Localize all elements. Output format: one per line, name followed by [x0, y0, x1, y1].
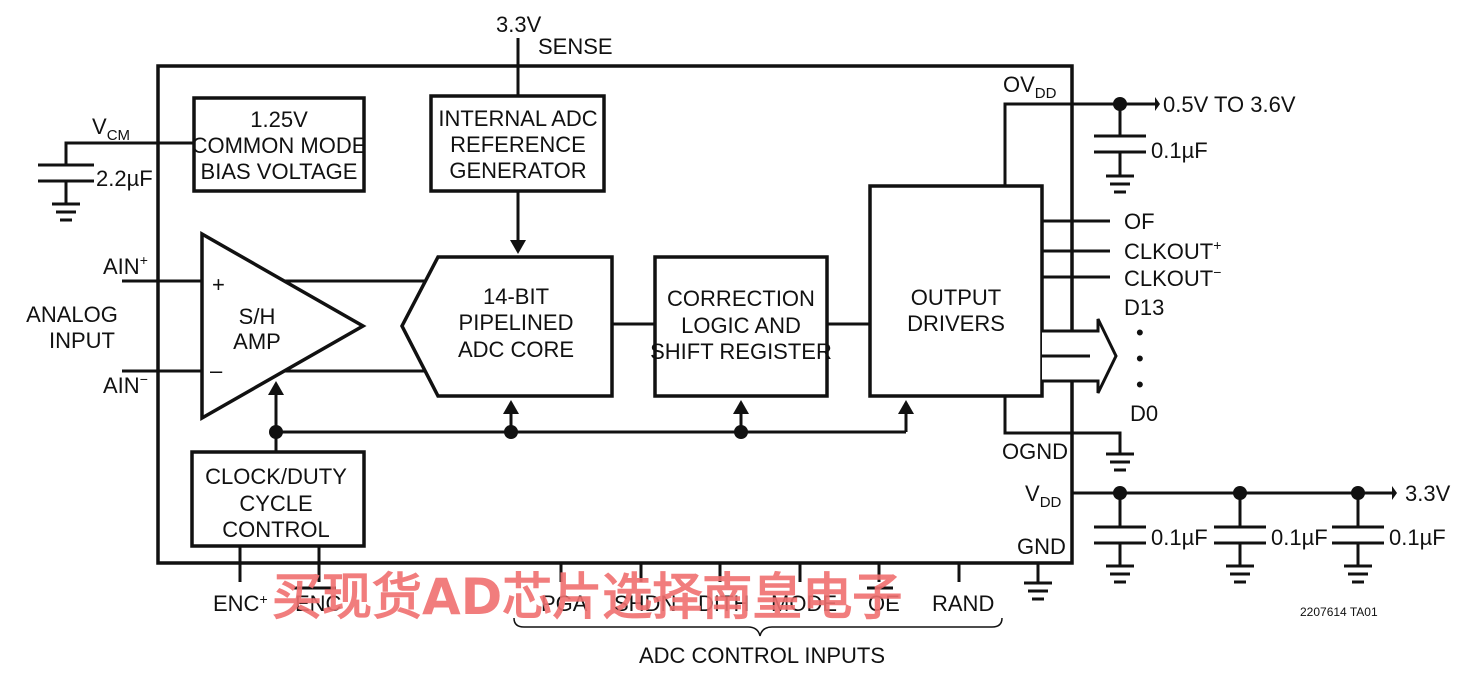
vdd-cap-2-value: 0.1µF — [1271, 525, 1328, 550]
shdn-label: SHDN — [614, 591, 676, 616]
vdd-cap-1-value: 0.1µF — [1151, 525, 1208, 550]
junction-dot — [504, 425, 518, 439]
bias-voltage-box — [192, 96, 366, 193]
amp-line-1: S/H — [239, 304, 276, 329]
junction-dot — [269, 425, 283, 439]
d0-label: D0 — [1130, 401, 1158, 426]
clock-line-2: CYCLE — [239, 491, 312, 516]
oe-label: OE — [868, 591, 900, 616]
analog-label-2: INPUT — [49, 328, 115, 353]
ovdd-cap-value: 0.1µF — [1151, 138, 1208, 163]
ovdd-wire — [1003, 102, 1155, 186]
ognd-wire — [1003, 396, 1122, 454]
ovdd-range-label: 0.5V TO 3.6V — [1163, 92, 1296, 117]
out-clock-arrow-icon — [898, 400, 914, 414]
vdd-cap-1 — [1094, 486, 1146, 584]
supply-3v3-label: 3.3V — [496, 12, 542, 37]
vdd-cap-2 — [1214, 486, 1266, 584]
corr-line-2: LOGIC AND — [681, 313, 801, 338]
chip-outline — [156, 64, 1074, 565]
amp-plus-sign: + — [212, 272, 225, 297]
adc-clock-arrow-icon — [503, 400, 519, 414]
vcm-ground-icon — [52, 202, 80, 222]
gnd-label: GND — [1017, 534, 1066, 559]
vcm-wire — [64, 141, 194, 165]
out-line-1: OUTPUT — [911, 285, 1001, 310]
corr-clock-arrow-icon — [733, 400, 749, 414]
clock-line-1: CLOCK/DUTY — [205, 464, 347, 489]
analog-label-1: ANALOG — [26, 302, 118, 327]
amp-line-2: AMP — [233, 329, 281, 354]
ognd-label: OGND — [1002, 439, 1068, 464]
amp-minus-sign: – — [210, 358, 223, 383]
vdd-supply-label: 3.3V — [1405, 481, 1451, 506]
d13-label: D13 — [1124, 295, 1164, 320]
figure-code: 2207614 TA01 — [1300, 605, 1378, 619]
vdd-cap-3 — [1332, 486, 1384, 584]
clock-duty-cycle-box — [190, 450, 366, 548]
reference-generator-box — [429, 94, 606, 193]
out-line-2: DRIVERS — [907, 311, 1005, 336]
bus-dot: • — [1136, 346, 1144, 371]
ovdd-pin-icon — [1155, 97, 1160, 111]
output-drivers-box — [868, 184, 1044, 398]
clock-line-3: CONTROL — [222, 517, 330, 542]
ref-line-1: INTERNAL ADC — [438, 106, 597, 131]
ain-plus-label: AIN+ — [103, 252, 148, 279]
enc-minus-label: ENC — [295, 591, 342, 616]
sh-amp-triangle — [200, 230, 367, 422]
pga-label: PGA — [541, 591, 588, 616]
ognd-ground-icon — [1106, 452, 1134, 472]
corr-line-3: SHIFT REGISTER — [650, 339, 832, 364]
of-label: OF — [1124, 209, 1155, 234]
bias-line-1: 1.25V — [250, 107, 308, 132]
vdd-label: VDD — [1025, 481, 1062, 511]
ref-line-2: REFERENCE — [450, 132, 586, 157]
ain-minus-label: AIN− — [103, 371, 148, 398]
mode-label: MODE — [771, 591, 837, 616]
watermark-text: 买现货AD芯片选择南皇电子 — [272, 568, 902, 626]
vdd-cap-3-value: 0.1µF — [1389, 525, 1446, 550]
bias-line-3: BIAS VOLTAGE — [201, 159, 358, 184]
adc-core-box — [400, 255, 614, 398]
rand-label: RAND — [932, 591, 994, 616]
corr-line-1: CORRECTION — [667, 286, 815, 311]
ovdd-label: OVDD — [1003, 72, 1057, 102]
amp-clock-arrow-icon — [268, 381, 284, 395]
enc-plus-label: ENC+ — [213, 591, 268, 616]
vdd-pin-icon — [1392, 486, 1397, 500]
clkout-minus-label: CLKOUT− — [1124, 264, 1221, 291]
bus-dot: • — [1136, 320, 1144, 345]
sense-label: SENSE — [538, 34, 613, 59]
bias-line-2: COMMON MODE — [192, 133, 367, 158]
dith-label: DITH — [698, 591, 749, 616]
vcm-label: VCM — [92, 114, 130, 144]
ref-line-3: GENERATOR — [449, 158, 586, 183]
adc-line-2: PIPELINED — [459, 310, 574, 335]
junction-dot — [734, 425, 748, 439]
vcm-cap-value: 2.2µF — [96, 166, 153, 191]
correction-logic-box — [653, 255, 829, 398]
adc-line-1: 14-BIT — [483, 284, 549, 309]
ref-arrow-icon — [510, 240, 526, 254]
control-inputs-label: ADC CONTROL INPUTS — [639, 643, 885, 668]
bus-dot: • — [1136, 372, 1144, 397]
ovdd-ground-icon — [1106, 174, 1134, 194]
control-inputs-brace — [513, 617, 1003, 637]
clkout-plus-label: CLKOUT+ — [1124, 237, 1221, 264]
adc-line-3: ADC CORE — [458, 337, 574, 362]
gnd-ground-icon — [1024, 581, 1052, 601]
